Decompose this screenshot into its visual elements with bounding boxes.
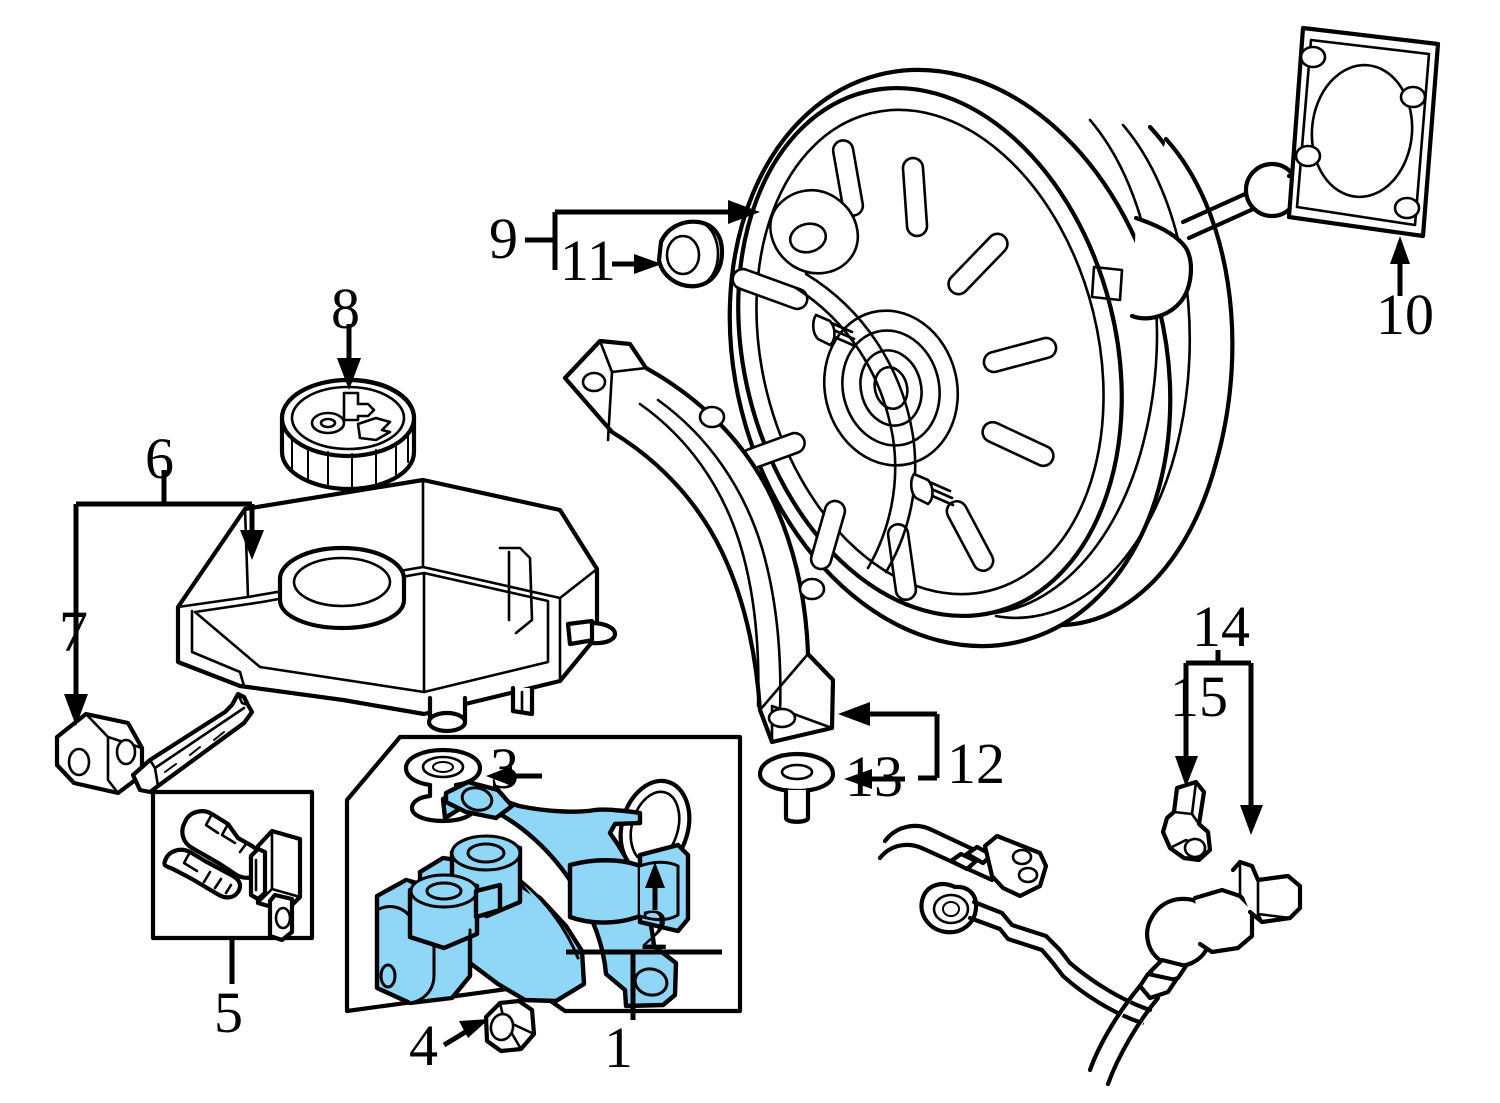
callout-label-1: 1 — [604, 1015, 633, 1080]
callout-label-10: 10 — [1376, 282, 1434, 347]
callout-label-5: 5 — [214, 980, 243, 1045]
part-15-line-clip — [1160, 779, 1213, 863]
callout-label-3: 3 — [490, 736, 519, 801]
callout-label-4: 4 — [409, 1013, 438, 1078]
part-5-hardware-box — [150, 789, 315, 943]
callout-leaders — [64, 200, 1410, 1048]
part-7-reservoir-bracket — [54, 691, 255, 796]
callout-label-8: 8 — [331, 276, 360, 341]
callout-label-6: 6 — [145, 426, 174, 491]
part-12-splash-shield — [562, 338, 836, 745]
part-11-check-valve-grommet — [656, 219, 725, 289]
booster-studs — [811, 313, 955, 507]
part-13-shield-pin — [757, 751, 836, 824]
part-10-booster-gasket — [1286, 25, 1441, 239]
part-8-reservoir-cap — [279, 377, 417, 492]
callout-label-9: 9 — [489, 206, 518, 271]
callout-label-15: 15 — [1170, 664, 1228, 729]
callout-label-7: 7 — [59, 599, 88, 664]
callout-label-13: 13 — [845, 744, 903, 809]
booster-ribs — [731, 139, 1058, 602]
part-6-fluid-reservoir — [175, 477, 618, 734]
part-9-vacuum-booster — [727, 67, 1344, 649]
callout-label-2: 2 — [640, 897, 669, 962]
callout-label-11: 11 — [560, 228, 616, 293]
callout-label-12: 12 — [947, 731, 1005, 796]
part-4-hex-nut — [483, 998, 537, 1054]
part-14-brake-line-assembly — [877, 779, 1303, 1087]
callout-label-14: 14 — [1192, 594, 1250, 659]
